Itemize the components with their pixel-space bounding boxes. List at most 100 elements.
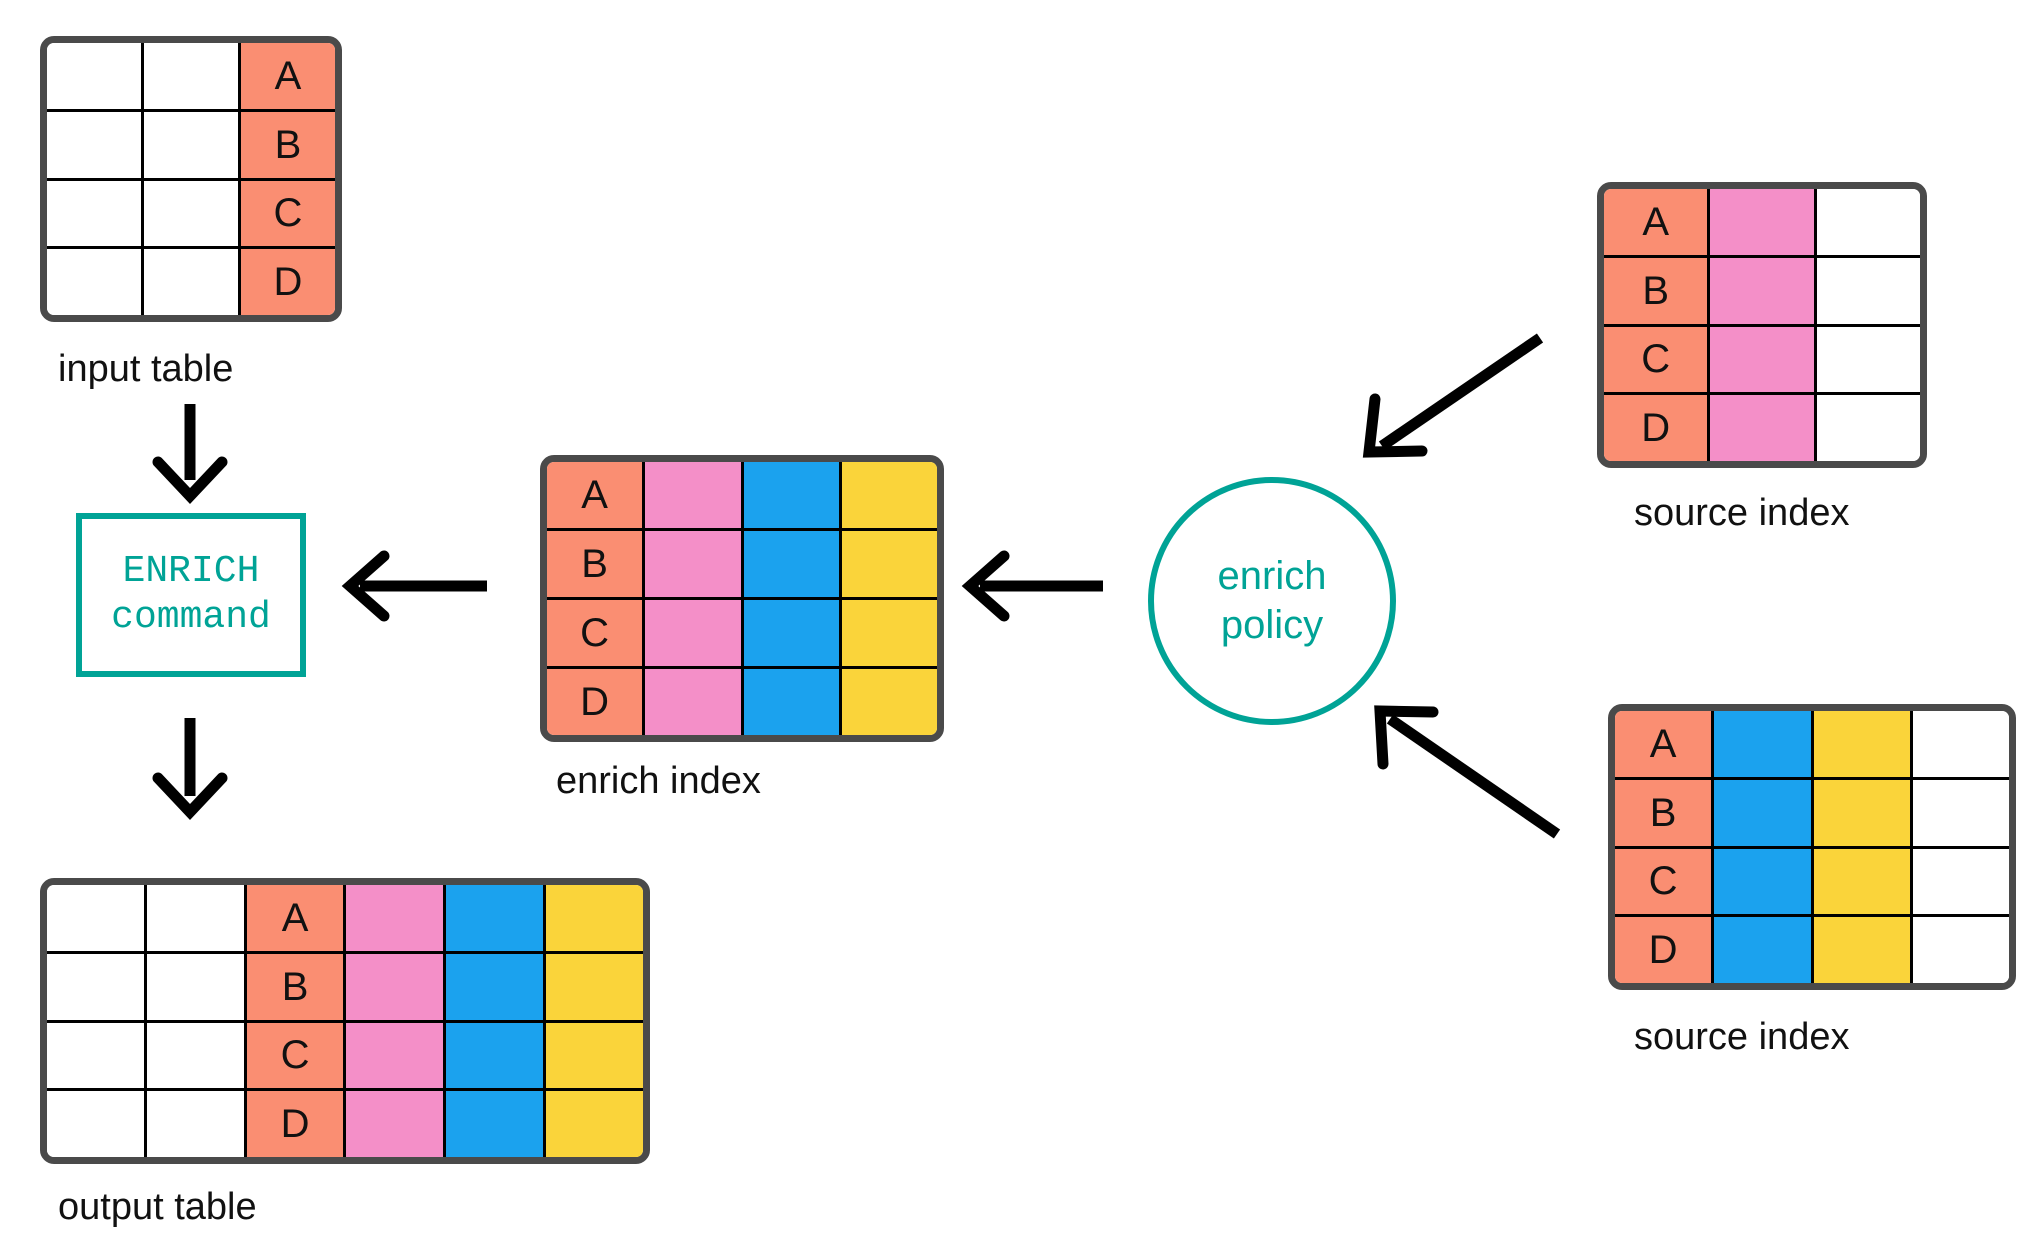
data-cell <box>47 249 144 315</box>
data-cell <box>645 669 744 735</box>
key-cell-b: B <box>246 953 347 1020</box>
data-cell <box>47 1091 147 1157</box>
key-cell-a: A <box>1604 189 1711 255</box>
enrich-command-line-1: ENRICH <box>122 549 260 593</box>
data-cell <box>346 953 447 1020</box>
data-cell <box>1714 711 1814 777</box>
key-cell-a: A <box>246 885 347 951</box>
source-index-bottom-caption: source index <box>1634 1016 1850 1058</box>
key-cell-b: B <box>241 111 335 178</box>
table-row: A <box>1604 189 1920 258</box>
key-cell-a: A <box>241 43 335 109</box>
key-cell-b: B <box>1604 257 1711 324</box>
data-cell <box>446 885 547 951</box>
data-cell <box>841 600 937 666</box>
data-cell <box>1813 848 1913 915</box>
table-row: B <box>47 953 643 1023</box>
enrich-command-box[interactable]: ENRICH command <box>76 513 306 677</box>
key-cell-d: D <box>246 1091 347 1157</box>
data-cell <box>841 531 937 597</box>
data-cell <box>146 885 247 951</box>
data-cell <box>645 462 744 528</box>
data-cell <box>346 1091 447 1157</box>
data-cell <box>1816 189 1920 255</box>
data-cell <box>346 885 447 951</box>
data-cell <box>546 1091 643 1157</box>
key-cell-c: C <box>1615 848 1715 915</box>
data-cell <box>446 1022 547 1089</box>
key-cell-a: A <box>1615 711 1715 777</box>
enrich-policy-circle[interactable]: enrich policy <box>1148 477 1396 725</box>
data-cell <box>146 1091 247 1157</box>
table-row: A <box>47 885 643 954</box>
table-row: B <box>1615 779 2009 849</box>
data-cell <box>47 885 147 951</box>
input-table-caption: input table <box>58 348 234 390</box>
data-cell <box>144 249 241 315</box>
output-table-caption: output table <box>58 1186 257 1228</box>
data-cell <box>1816 257 1920 324</box>
data-cell <box>144 111 241 178</box>
table-row: D <box>1604 395 1920 461</box>
arrow-source-top-to-policy-icon <box>1362 333 1544 458</box>
data-cell <box>841 462 937 528</box>
data-cell <box>47 180 144 247</box>
data-cell <box>743 462 842 528</box>
data-cell <box>1714 848 1814 915</box>
key-cell-d: D <box>241 249 335 315</box>
key-cell-b: B <box>1615 779 1715 846</box>
table-row: B <box>47 111 335 181</box>
key-cell-d: D <box>1604 395 1711 461</box>
data-cell <box>546 1022 643 1089</box>
data-cell <box>1813 779 1913 846</box>
data-cell <box>144 43 241 109</box>
data-cell <box>346 1022 447 1089</box>
table-row: D <box>1615 917 2009 983</box>
table-row: C <box>47 180 335 250</box>
arrow-input-to-command-icon <box>152 404 228 505</box>
table-row: C <box>1604 326 1920 396</box>
data-cell <box>446 953 547 1020</box>
arrow-source-bottom-to-policy-icon <box>1374 705 1561 839</box>
data-cell <box>546 953 643 1020</box>
data-cell <box>645 531 744 597</box>
enrich-index-caption: enrich index <box>556 760 761 802</box>
data-cell <box>1714 917 1814 983</box>
key-cell-a: A <box>547 462 646 528</box>
data-cell <box>146 953 247 1020</box>
table-row: D <box>47 1091 643 1157</box>
arrow-policy-to-enrich-index-icon <box>961 550 1103 622</box>
data-cell <box>146 1022 247 1089</box>
data-cell <box>47 43 144 109</box>
data-cell <box>1813 711 1913 777</box>
data-cell <box>47 953 147 1020</box>
data-cell <box>1710 189 1817 255</box>
data-cell <box>743 531 842 597</box>
table-row: C <box>1615 848 2009 918</box>
data-cell <box>1813 917 1913 983</box>
arrow-enrich-index-to-command-icon <box>341 550 487 622</box>
data-cell <box>446 1091 547 1157</box>
data-cell <box>1816 326 1920 393</box>
table-row: D <box>47 249 335 315</box>
table-row: B <box>547 531 937 600</box>
key-cell-b: B <box>547 531 646 597</box>
key-cell-d: D <box>547 669 646 735</box>
key-cell-c: C <box>547 600 646 666</box>
data-cell <box>1912 779 2009 846</box>
key-cell-c: C <box>241 180 335 247</box>
table-row: A <box>1615 711 2009 780</box>
table-row: D <box>547 669 937 735</box>
data-cell <box>1714 779 1814 846</box>
data-cell <box>546 885 643 951</box>
data-cell <box>1710 395 1817 461</box>
key-cell-d: D <box>1615 917 1715 983</box>
table-row: C <box>47 1022 643 1092</box>
data-cell <box>47 111 144 178</box>
